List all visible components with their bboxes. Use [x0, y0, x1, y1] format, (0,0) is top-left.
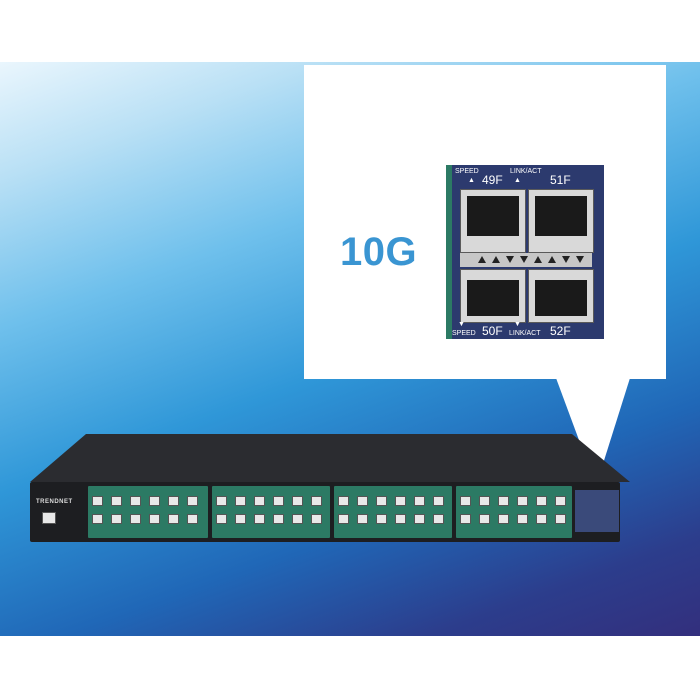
sfp-cage-51 — [528, 189, 594, 253]
linkact-bottom-label: LINK/ACT — [509, 330, 541, 337]
ethernet-port — [235, 514, 246, 524]
ethernet-port — [357, 496, 368, 506]
ethernet-port — [92, 514, 103, 524]
zoom-green-strip — [446, 165, 452, 339]
ethernet-port — [254, 514, 265, 524]
brand-logo: TRENDNET — [36, 499, 73, 505]
ethernet-port — [292, 514, 303, 524]
ethernet-port — [433, 514, 444, 524]
ethernet-port — [433, 496, 444, 506]
led-down-icon — [576, 256, 584, 263]
ethernet-port — [555, 496, 566, 506]
sfp-cage-50 — [460, 269, 526, 323]
port-group-2 — [212, 486, 330, 538]
ethernet-port — [216, 496, 227, 506]
port-52-label: 52F — [550, 324, 571, 338]
ethernet-port — [111, 514, 122, 524]
ethernet-port — [498, 496, 509, 506]
port-49-label: 49F — [482, 173, 503, 187]
led-up-icon — [478, 256, 486, 263]
ethernet-port — [187, 514, 198, 524]
ethernet-port — [414, 514, 425, 524]
console-port — [42, 512, 56, 524]
sfp-cage-49 — [460, 189, 526, 253]
up-arrow-icon: ▲ — [514, 177, 521, 184]
port-group-4 — [456, 486, 572, 538]
led-arrow-row — [460, 253, 592, 267]
ethernet-port — [498, 514, 509, 524]
ethernet-port — [555, 514, 566, 524]
ethernet-port — [338, 514, 349, 524]
up-arrow-icon: ▲ — [468, 177, 475, 184]
ethernet-port — [149, 496, 160, 506]
speed-bottom-label: SPEED — [452, 330, 476, 337]
ethernet-port — [376, 514, 387, 524]
led-down-icon — [562, 256, 570, 263]
ethernet-port — [216, 514, 227, 524]
network-switch — [24, 434, 630, 558]
ethernet-port — [460, 496, 471, 506]
sfp-ports — [575, 490, 619, 532]
ethernet-port — [460, 514, 471, 524]
sfp-cage-52 — [528, 269, 594, 323]
speed-label: 10G — [340, 230, 418, 274]
linkact-top-label: LINK/ACT — [510, 168, 542, 175]
led-up-icon — [492, 256, 500, 263]
ethernet-port — [292, 496, 303, 506]
ethernet-port — [479, 514, 490, 524]
ethernet-port — [311, 496, 322, 506]
ethernet-port — [235, 496, 246, 506]
led-down-icon — [520, 256, 528, 263]
ethernet-port — [479, 496, 490, 506]
switch-chassis-top — [30, 434, 630, 482]
led-down-icon — [506, 256, 514, 263]
ethernet-port — [395, 514, 406, 524]
led-up-icon — [534, 256, 542, 263]
port-group-1 — [88, 486, 208, 538]
ethernet-port — [130, 514, 141, 524]
speed-top-label: SPEED — [455, 168, 479, 175]
sfp-port-zoom: SPEED ▲ 49F LINK/ACT ▲ 51F ▼ SPEED 50F ▼… — [446, 165, 604, 339]
port-51-label: 51F — [550, 173, 571, 187]
ethernet-port — [517, 496, 528, 506]
ethernet-port — [168, 496, 179, 506]
ethernet-port — [414, 496, 425, 506]
ethernet-port — [168, 514, 179, 524]
ethernet-port — [149, 514, 160, 524]
port-50-label: 50F — [482, 324, 503, 338]
ethernet-port — [536, 514, 547, 524]
ethernet-port — [187, 496, 198, 506]
ethernet-port — [111, 496, 122, 506]
ethernet-port — [311, 514, 322, 524]
ethernet-port — [273, 496, 284, 506]
ethernet-port — [273, 514, 284, 524]
ethernet-port — [254, 496, 265, 506]
ethernet-port — [395, 496, 406, 506]
down-arrow-icon: ▼ — [458, 321, 465, 328]
ethernet-port — [92, 496, 103, 506]
ethernet-port — [517, 514, 528, 524]
switch-front-panel: TRENDNET — [30, 482, 620, 542]
ethernet-port — [130, 496, 141, 506]
led-up-icon — [548, 256, 556, 263]
ethernet-port — [536, 496, 547, 506]
ethernet-port — [357, 514, 368, 524]
down-arrow-icon: ▼ — [514, 321, 521, 328]
ethernet-port — [338, 496, 349, 506]
port-group-3 — [334, 486, 452, 538]
ethernet-port — [376, 496, 387, 506]
